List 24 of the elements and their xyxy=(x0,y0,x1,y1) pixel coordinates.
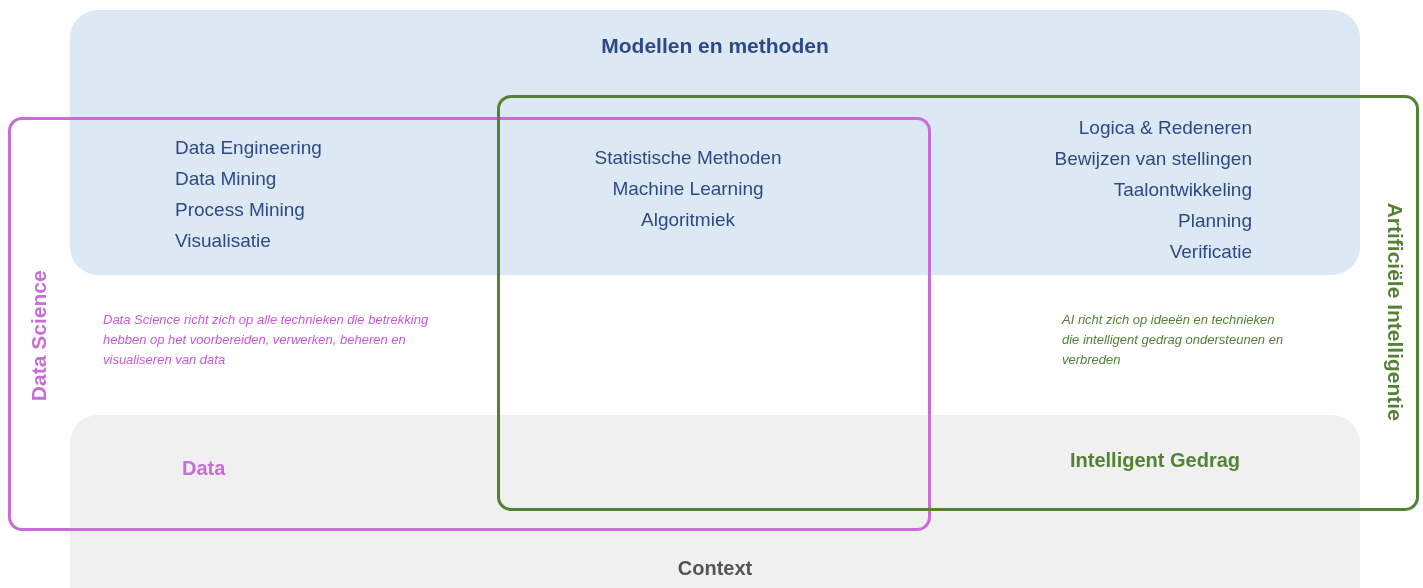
area-heading: Data xyxy=(182,456,226,481)
topic-label: Planning xyxy=(1177,209,1252,233)
topic-label: Data Engineering xyxy=(175,136,322,160)
area-heading: Intelligent Gedrag xyxy=(1069,448,1241,473)
topic-label: Data Mining xyxy=(175,167,278,191)
description-text: Data Science richt zich op alle technieken die betrekking hebben op het voorbereiden, verwerken, beheren en visualiseren van data xyxy=(103,311,430,369)
band-heading: Context xyxy=(676,556,754,581)
group-title: Data Science xyxy=(26,269,52,404)
background-band xyxy=(70,415,1360,588)
topic-label: Visualisatie xyxy=(175,229,272,253)
topic-label: Machine Learning xyxy=(611,177,765,201)
topic-label: Logica & Redeneren xyxy=(1077,116,1252,140)
description-text: AI richt zich op ideeën en technieken die intelligent gedrag ondersteunen en verbreden xyxy=(1062,311,1285,369)
topic-label: Process Mining xyxy=(175,198,306,222)
background-band xyxy=(70,10,1360,275)
topic-label: Verificatie xyxy=(1168,240,1252,264)
topic-label: Bewijzen van stellingen xyxy=(1053,147,1252,171)
topic-label: Statistische Methoden xyxy=(593,146,783,170)
group-title: Artificiële Intelligentie xyxy=(1382,201,1408,423)
band-heading: Modellen en methoden xyxy=(600,33,830,59)
group-frame xyxy=(8,117,931,531)
topic-label: Taalontwikkeling xyxy=(1112,178,1252,202)
group-frame xyxy=(497,95,1419,511)
topic-label: Algoritmiek xyxy=(640,208,736,232)
